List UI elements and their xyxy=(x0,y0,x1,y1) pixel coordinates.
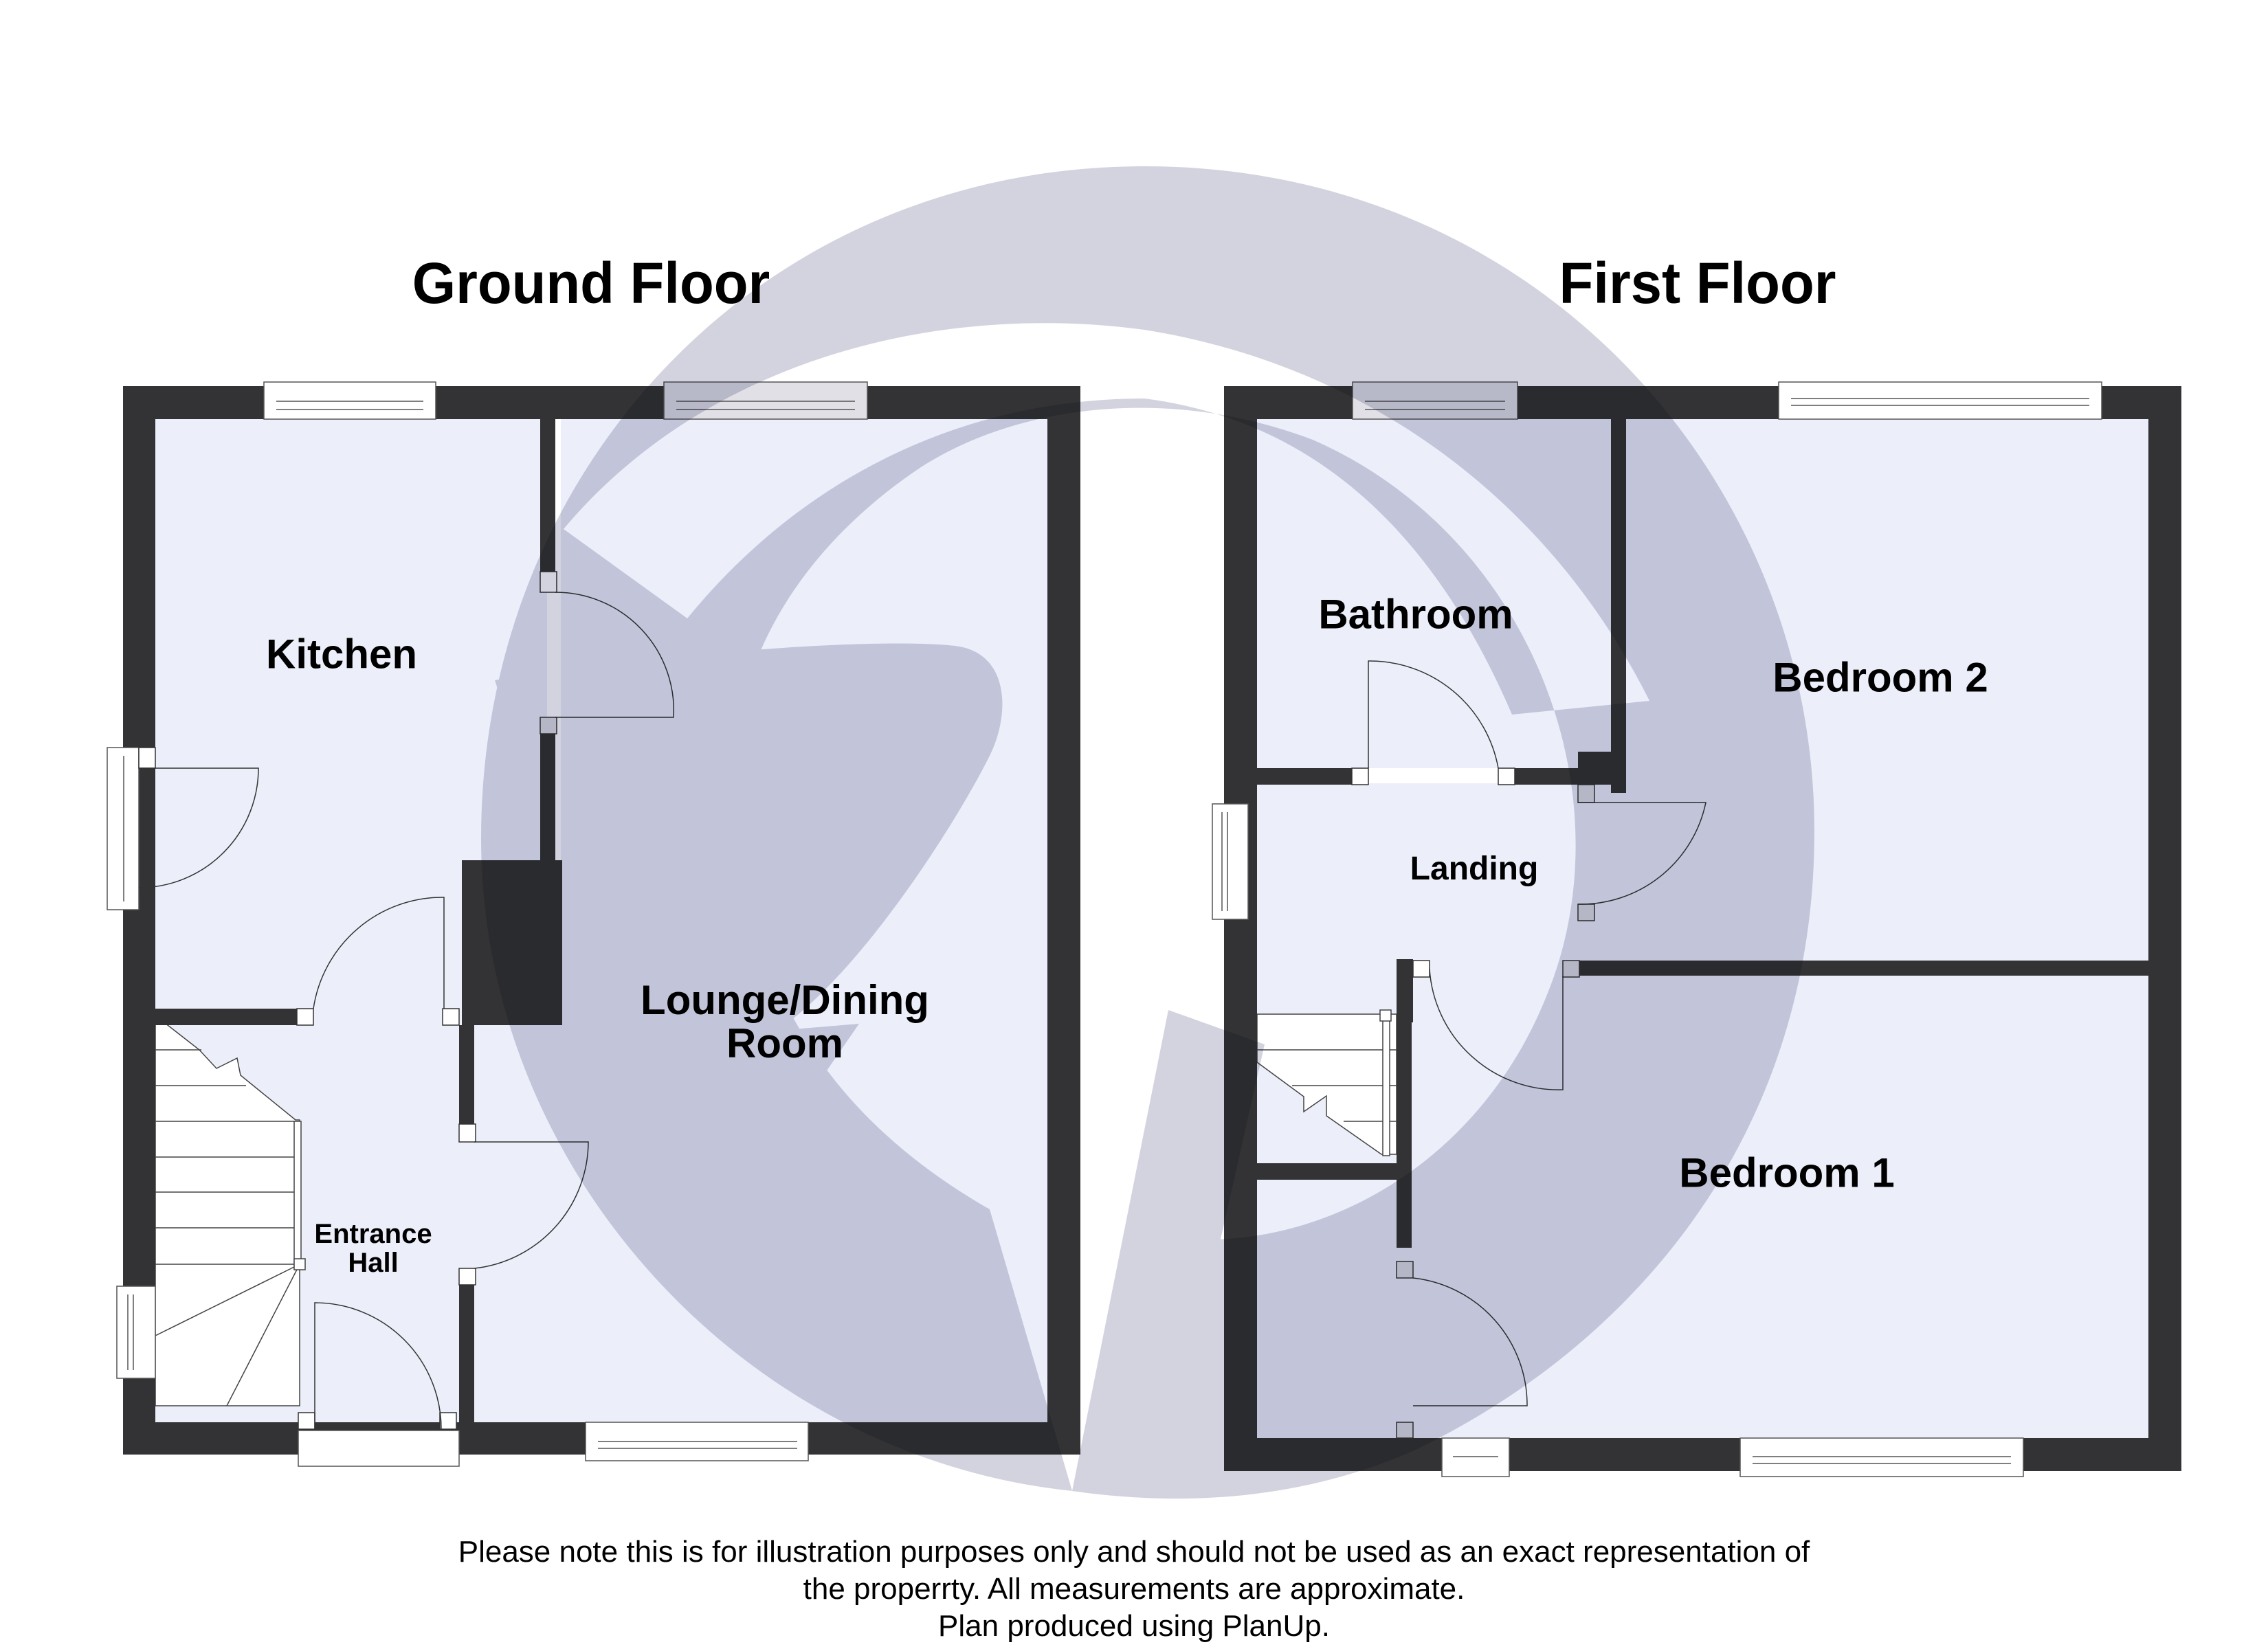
ground-floor-title: Ground Floor xyxy=(412,251,770,315)
disclaimer: Please note this is for illustration pur… xyxy=(0,1534,2268,1645)
room-label-kitchen: Kitchen xyxy=(266,633,417,676)
bathroom-door xyxy=(1351,660,1515,785)
kitchen-label: Kitchen xyxy=(265,631,418,677)
entrance-label-line2: Hall xyxy=(348,1248,399,1278)
hall-kitchen-door xyxy=(296,897,460,1026)
room-label-bedroom-1: Bedroom 1 xyxy=(1679,1152,1894,1195)
staircase xyxy=(155,1014,306,1406)
room-label-bedroom-2: Bedroom 2 xyxy=(1772,656,1988,699)
bedroom2-label: Bedroom 2 xyxy=(1772,654,1988,701)
bedroom1-label: Bedroom 1 xyxy=(1679,1149,1895,1196)
bathroom-label: Bathroom xyxy=(1318,591,1513,638)
room-label-lounge-dining: Lounge/Dining Room xyxy=(641,978,929,1065)
lounge-label-line2: Room xyxy=(726,1020,843,1066)
front-door xyxy=(298,1302,457,1430)
watermark-logo xyxy=(481,166,1814,1499)
disclaimer-line-1: Please note this is for illustration pur… xyxy=(458,1535,1810,1569)
stair-window xyxy=(116,1286,156,1379)
kitchen-side-door xyxy=(138,747,259,888)
room-label-landing: Landing xyxy=(1410,850,1539,887)
first-floor-title: First Floor xyxy=(1559,251,1836,315)
bedroom1-window xyxy=(1739,1437,2024,1477)
disclaimer-line-2: the properrty. All measurements are appr… xyxy=(803,1572,1465,1606)
bedroom1-small-window xyxy=(1441,1437,1510,1477)
front-door-frame xyxy=(298,1430,460,1467)
lounge-label-line1: Lounge/Dining xyxy=(641,977,929,1023)
landing-window xyxy=(1212,803,1249,920)
room-label-entrance-hall: Entrance Hall xyxy=(314,1220,432,1277)
lounge-front-window xyxy=(585,1422,809,1461)
landing-label: Landing xyxy=(1410,850,1539,887)
kitchen-side-door-frame xyxy=(107,747,140,910)
kitchen-window xyxy=(263,381,436,420)
ground-windows xyxy=(107,381,868,1467)
room-label-bathroom: Bathroom xyxy=(1318,593,1513,636)
entrance-label-line1: Entrance xyxy=(314,1219,432,1249)
bedroom2-window xyxy=(1778,381,2102,420)
disclaimer-line-3: Plan produced using PlanUp. xyxy=(938,1609,1330,1643)
